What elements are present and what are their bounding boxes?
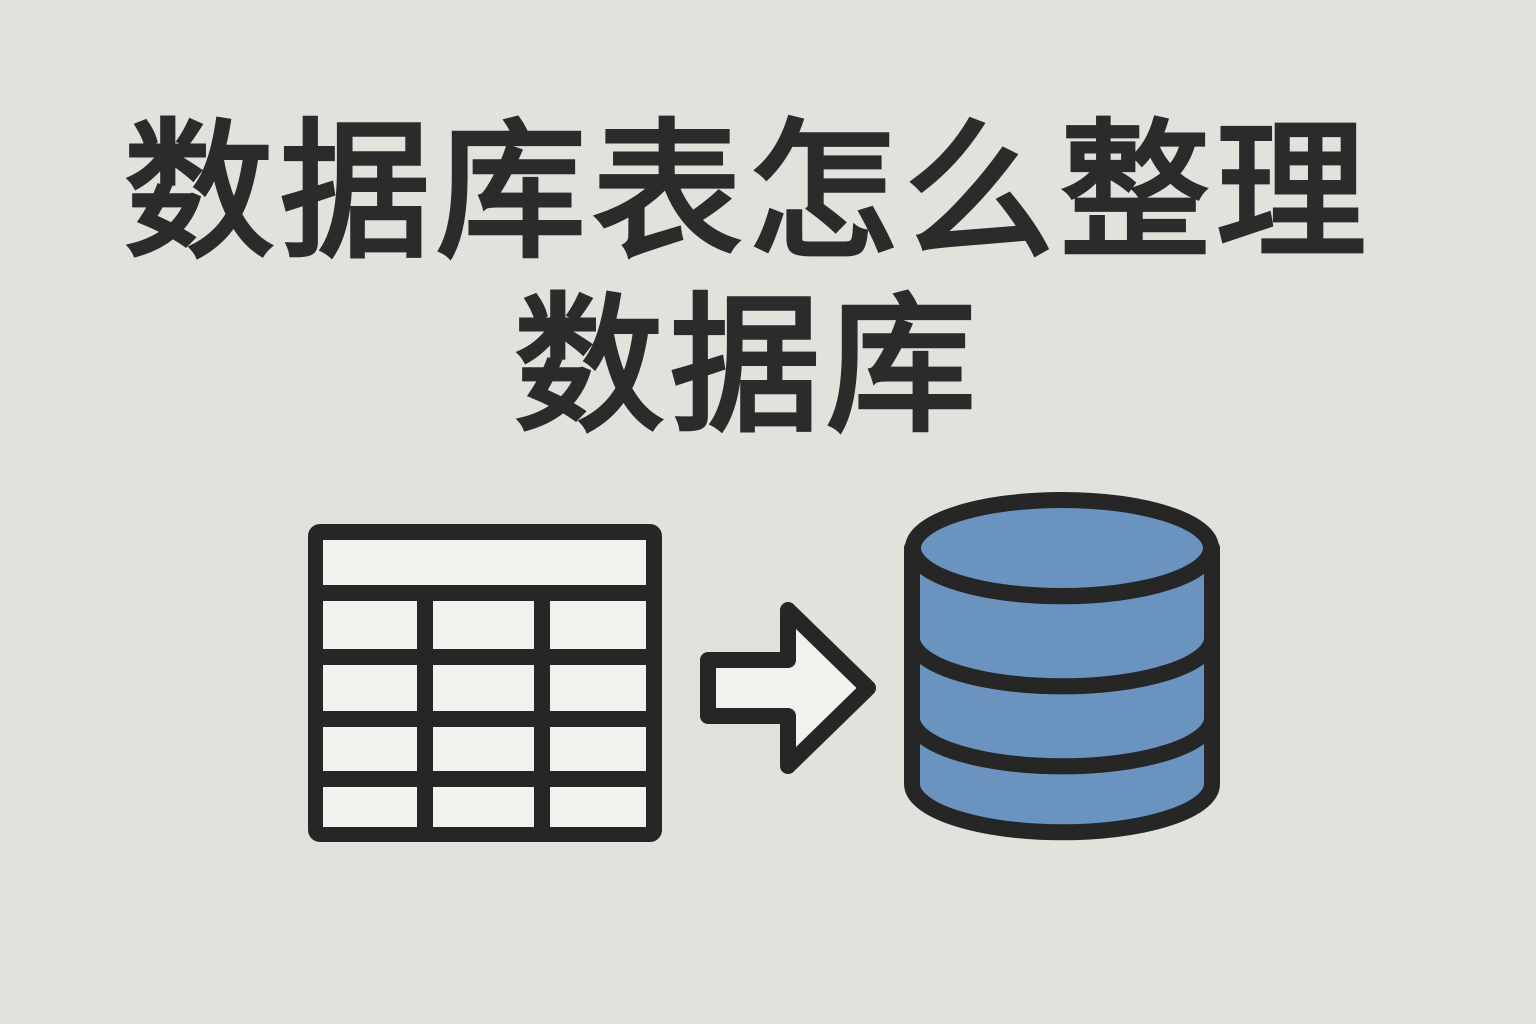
database-top-cap	[905, 492, 1219, 604]
table-cell	[550, 787, 646, 827]
title-line-1: 数据库表怎么整理	[123, 106, 1372, 280]
table-cell	[550, 601, 646, 649]
table-cell	[433, 665, 534, 711]
table-header-cell	[323, 540, 646, 585]
arrow-right-icon	[700, 602, 876, 774]
table-cell	[550, 665, 646, 711]
table-cell	[323, 601, 417, 649]
table-cell	[323, 727, 417, 771]
table-icon	[308, 524, 662, 842]
table-cell	[433, 787, 534, 827]
table-cell	[550, 727, 646, 771]
title-line-2: 数据库	[513, 280, 982, 454]
table-cell	[433, 601, 534, 649]
table-cell	[323, 665, 417, 711]
table-cell	[323, 787, 417, 827]
table-cell	[433, 727, 534, 771]
database-icon	[904, 492, 1220, 841]
